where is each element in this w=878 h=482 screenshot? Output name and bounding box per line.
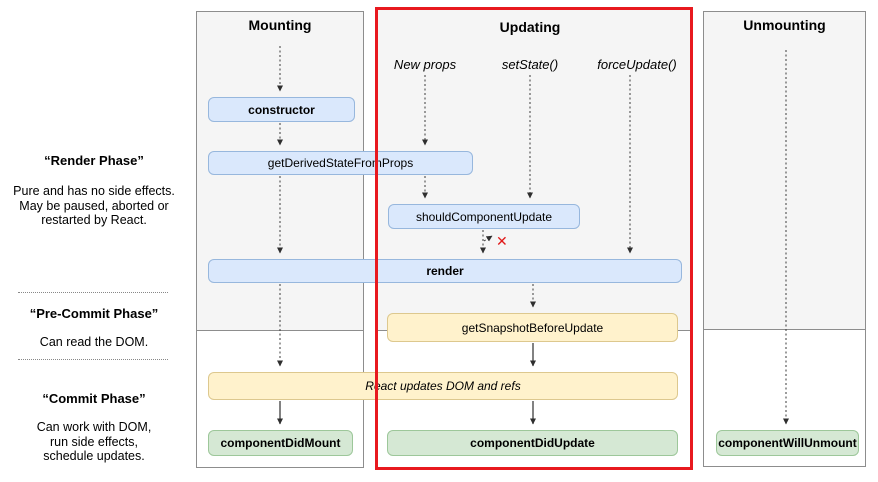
node-react-updates-dom: React updates DOM and refs [208,372,678,400]
node-get-derived-state-from-props: getDerivedStateFromProps [208,151,473,175]
phase-title-commit: “Commit Phase” [42,391,146,406]
column-unmounting [703,11,866,467]
phase-divider-1 [18,292,168,293]
column-header-unmounting: Unmounting [743,17,826,33]
phase-desc-commit: Can work with DOM, run side effects, sch… [36,420,152,463]
skip-x-icon: ✕ [496,233,508,249]
trigger-new-props: New props [393,57,457,72]
node-component-did-mount: componentDidMount [208,430,353,456]
phase-desc-render: Pure and has no side effects. May be pau… [13,184,175,227]
trigger-force-update: forceUpdate() [597,57,677,72]
node-should-component-update: shouldComponentUpdate [388,204,580,229]
phase-divider-2 [18,359,168,360]
phase-title-pre-commit: “Pre-Commit Phase” [29,306,159,321]
column-header-mounting: Mounting [248,17,312,33]
phase-title-render: “Render Phase” [44,153,144,168]
phase-desc-pre-commit: Can read the DOM. [39,335,149,349]
trigger-set-state: setState() [501,57,559,72]
node-constructor: constructor [208,97,355,122]
node-render: render [208,259,682,283]
column-header-updating: Updating [499,19,561,35]
column-updating [375,7,693,470]
node-get-snapshot-before-update: getSnapshotBeforeUpdate [387,313,678,342]
node-component-did-update: componentDidUpdate [387,430,678,456]
node-component-will-unmount: componentWillUnmount [716,430,859,456]
